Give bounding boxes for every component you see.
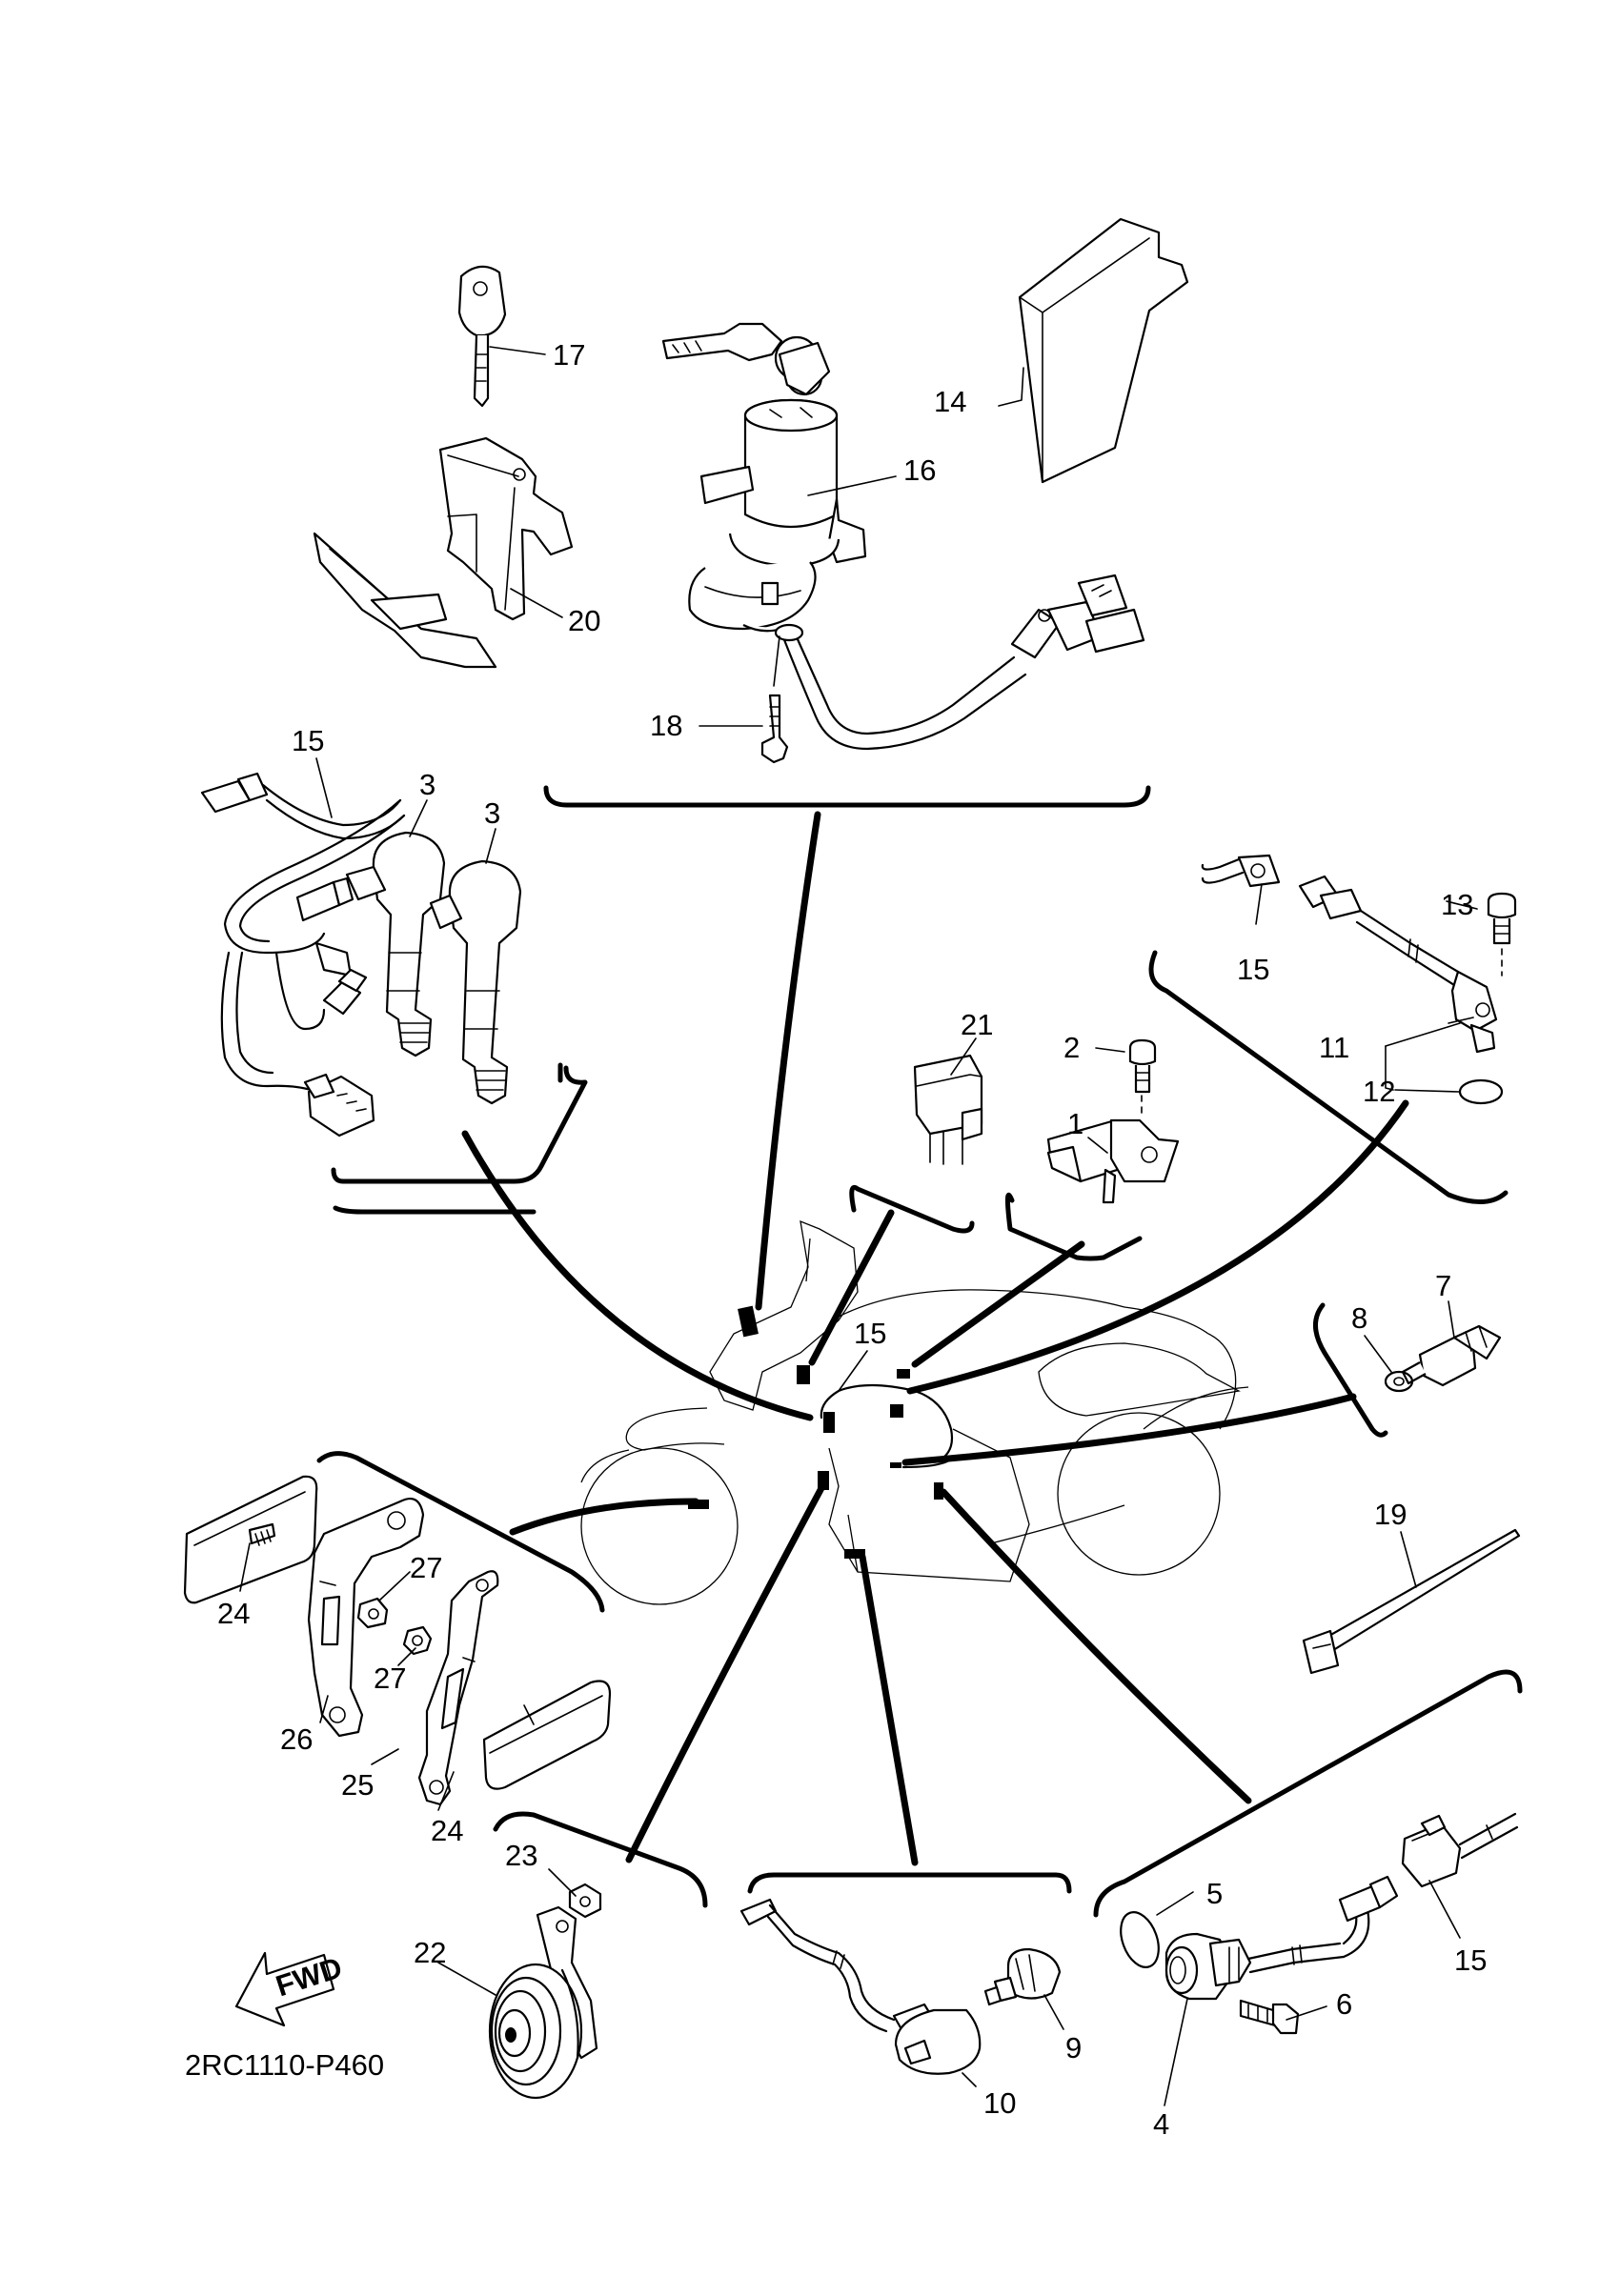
callout-13: 13	[1441, 888, 1473, 921]
callout-8: 8	[1351, 1301, 1367, 1335]
part-20-lock-bracket	[313, 436, 574, 669]
callout-6: 6	[1336, 1987, 1352, 2021]
callout-20: 20	[568, 604, 600, 637]
callout-11: 11	[1319, 1031, 1349, 1064]
part-27-nut-lower	[402, 1625, 433, 1656]
callout-2: 2	[1063, 1031, 1080, 1064]
part-15-harness-ignition	[200, 772, 406, 1138]
callout-3-left: 3	[419, 768, 435, 801]
callout-4: 4	[1153, 2107, 1169, 2141]
part-12-o-ring	[1458, 1078, 1504, 1105]
part-11-crank-sensor-group	[1201, 854, 1498, 1054]
callout-3-right: 3	[484, 796, 500, 830]
part-21-relay	[913, 1054, 983, 1165]
part-23-nut	[568, 1883, 602, 1919]
part-10-speed-sensor	[739, 1898, 982, 2075]
part-18-screw	[760, 635, 789, 764]
callout-25: 25	[341, 1768, 374, 1802]
part-17-key	[457, 265, 507, 408]
part-1-sensor	[1046, 1095, 1180, 1204]
callout-5: 5	[1206, 1877, 1223, 1910]
motorcycle-outline	[580, 1219, 1249, 1605]
part-14-ecu	[1018, 217, 1189, 484]
group-brackets	[316, 785, 1523, 1918]
callout-12: 12	[1363, 1075, 1395, 1108]
part-24-reflector-left	[183, 1475, 318, 1604]
callout-17: 17	[553, 338, 585, 372]
callout-22: 22	[414, 1936, 446, 1969]
callout-23: 23	[505, 1839, 537, 1872]
callout-15-center: 15	[854, 1317, 886, 1350]
part-19-cable-tie	[1302, 1528, 1521, 1675]
part-3-ignition-coils	[345, 831, 522, 1105]
callout-15-harness: 15	[292, 724, 324, 757]
callout-18: 18	[650, 709, 682, 742]
part-7-temp-sensor	[1401, 1324, 1502, 1387]
part-6-bolt	[1239, 1999, 1300, 2035]
part-8-gasket	[1384, 1370, 1414, 1393]
diagram-code: 2RC1110-P460	[185, 2048, 384, 2082]
part-16-main-switch	[661, 322, 1145, 751]
part-4-sensor	[1164, 1875, 1399, 2001]
leader-lines	[461, 811, 1409, 1866]
part-27-nut-upper	[356, 1597, 389, 1629]
callout-16: 16	[903, 453, 936, 487]
part-24-reflector-right	[482, 1680, 612, 1790]
callout-7: 7	[1435, 1269, 1451, 1302]
callout-9: 9	[1065, 2031, 1082, 2064]
part-2-bolt	[1128, 1038, 1157, 1094]
callout-24-left: 24	[217, 1597, 250, 1630]
callout-19: 19	[1374, 1498, 1407, 1531]
callout-21: 21	[961, 1008, 993, 1041]
callout-14: 14	[934, 385, 966, 418]
part-13-bolt	[1487, 892, 1517, 977]
ignition-coil-right	[429, 859, 522, 1105]
part-25-stay	[417, 1570, 499, 1806]
callout-27-lower: 27	[374, 1662, 406, 1695]
callout-leaders	[239, 346, 1478, 2106]
callout-1: 1	[1067, 1107, 1083, 1140]
ignition-coil-left	[345, 831, 446, 1057]
part-22-horn	[488, 1905, 598, 2100]
part-9-switch	[983, 1947, 1062, 2006]
part-15-connector-bottom	[1401, 1812, 1519, 1888]
callout-27-upper: 27	[410, 1551, 442, 1584]
callout-26: 26	[280, 1722, 313, 1756]
fwd-arrow-icon: FWD	[234, 1950, 346, 2027]
callout-15-sensor: 15	[1237, 953, 1269, 986]
callout-10: 10	[983, 2086, 1016, 2120]
part-5-o-ring	[1120, 1911, 1160, 1968]
callout-15-bottom: 15	[1454, 1944, 1487, 1977]
callout-numbers: 17 14 16 20 18 15 3 3 15 13 21 2 1 11 12…	[217, 338, 1487, 2141]
callout-24-right: 24	[431, 1814, 463, 1847]
